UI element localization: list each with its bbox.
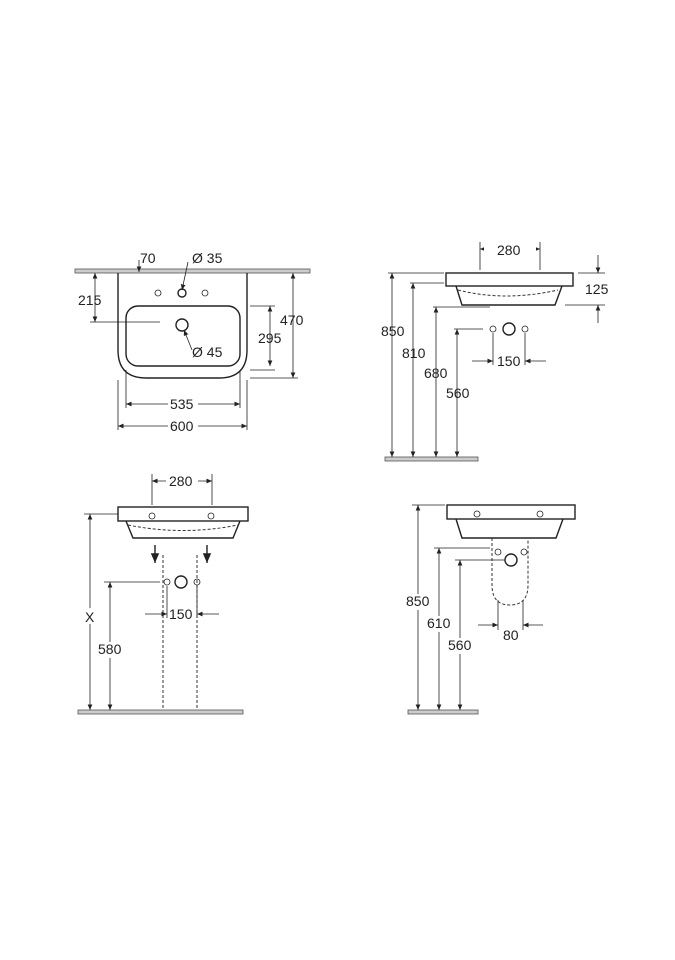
side-view: 280 125 850 810 680 560 150: [381, 242, 609, 462]
dim-470: 470: [280, 312, 304, 328]
dim-810: 810: [402, 345, 426, 361]
tap-hole: [177, 288, 187, 298]
dim-x: X: [85, 609, 95, 625]
waste-hole: [175, 318, 189, 332]
basin-bowl: [455, 285, 563, 306]
dim-80: 80: [503, 627, 519, 643]
dim-295: 295: [258, 330, 282, 346]
semi-pedestal-view: 850 610 560 80: [405, 504, 576, 715]
basin-rim: [445, 272, 574, 287]
basin-rim: [446, 504, 576, 520]
pedestal-view: 280 X 580 150: [77, 473, 249, 715]
floor-line: [77, 709, 244, 715]
dim-125: 125: [585, 281, 609, 297]
dim-680: 680: [424, 365, 448, 381]
top-view: 70 Ø 35 215 470 295 Ø 45 535 600: [74, 250, 311, 434]
floor-line: [384, 456, 479, 462]
dim-560: 560: [446, 385, 470, 401]
dim-280: 280: [169, 473, 193, 489]
dim-215: 215: [78, 292, 102, 308]
bowl-outline: [125, 305, 241, 367]
dim-850: 850: [406, 593, 430, 609]
dim-560: 560: [448, 637, 472, 653]
dim-150: 150: [497, 353, 521, 369]
dim-600: 600: [170, 418, 194, 434]
wall-line: [74, 268, 311, 274]
pedestal-outline: [162, 555, 198, 711]
dim-535: 535: [170, 396, 194, 412]
dim-850: 850: [381, 323, 405, 339]
floor-line: [407, 709, 479, 715]
dim-waste-hole-diameter: Ø 45: [192, 344, 223, 360]
dim-580: 580: [98, 641, 122, 657]
dim-70: 70: [140, 250, 156, 266]
semi-pedestal-outline: [491, 538, 529, 606]
dim-150: 150: [169, 606, 193, 622]
dim-tap-hole-diameter: Ø 35: [192, 250, 223, 266]
dim-610: 610: [427, 615, 451, 631]
basin-rim: [117, 506, 249, 522]
dim-280: 280: [497, 242, 521, 258]
basin-outline: [117, 273, 248, 379]
